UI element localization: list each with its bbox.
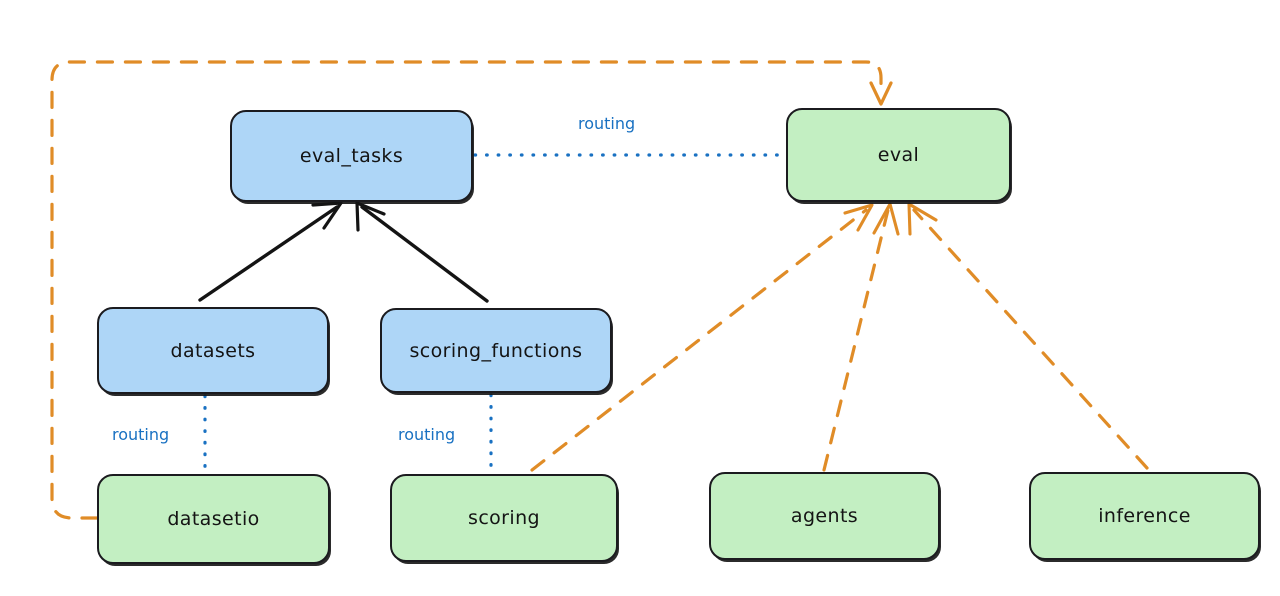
node-datasets[interactable]: datasets: [97, 307, 329, 394]
node-eval-tasks[interactable]: eval_tasks: [230, 110, 473, 202]
node-datasetio[interactable]: datasetio: [97, 474, 330, 564]
node-label-eval: eval: [877, 144, 920, 166]
node-inference[interactable]: inference: [1029, 472, 1260, 560]
edge-agents-eval: [822, 208, 890, 472]
node-eval[interactable]: eval: [786, 108, 1011, 202]
node-scoring[interactable]: scoring: [390, 474, 618, 562]
edge-inference-eval-arrowhead: [907, 202, 938, 236]
edge-scoring_functions-eval_tasks: [360, 205, 489, 303]
edge-inference-eval: [912, 208, 1149, 470]
edge-datasetio-eval-arrowhead: [869, 81, 893, 106]
edge-label-routing-scoring: routing: [398, 425, 456, 444]
edge-label-routing-eval: routing: [578, 114, 636, 133]
node-scoring-functions[interactable]: scoring_functions: [380, 308, 612, 393]
node-label-datasets: datasets: [170, 339, 256, 362]
edge-datasets-eval_tasks: [198, 205, 339, 302]
edge-datasetio-eval: [50, 60, 883, 520]
node-label-datasetio: datasetio: [167, 508, 260, 530]
edge-label-routing-datasetio: routing: [112, 425, 170, 444]
node-label-eval-tasks: eval_tasks: [299, 145, 404, 167]
edge-scoring_functions-eval_tasks-arrowhead: [355, 201, 386, 232]
edge-scoring-eval: [530, 208, 868, 472]
node-label-scoring-functions: scoring_functions: [409, 339, 583, 362]
edge-agents-eval-arrowhead: [872, 202, 900, 236]
edge-scoring-eval-arrowhead: [843, 203, 874, 232]
node-agents[interactable]: agents: [709, 472, 940, 560]
node-label-inference: inference: [1098, 505, 1191, 527]
edge-datasets-eval_tasks-arrowhead: [311, 201, 343, 230]
node-label-scoring: scoring: [468, 507, 540, 529]
node-label-agents: agents: [790, 505, 859, 527]
